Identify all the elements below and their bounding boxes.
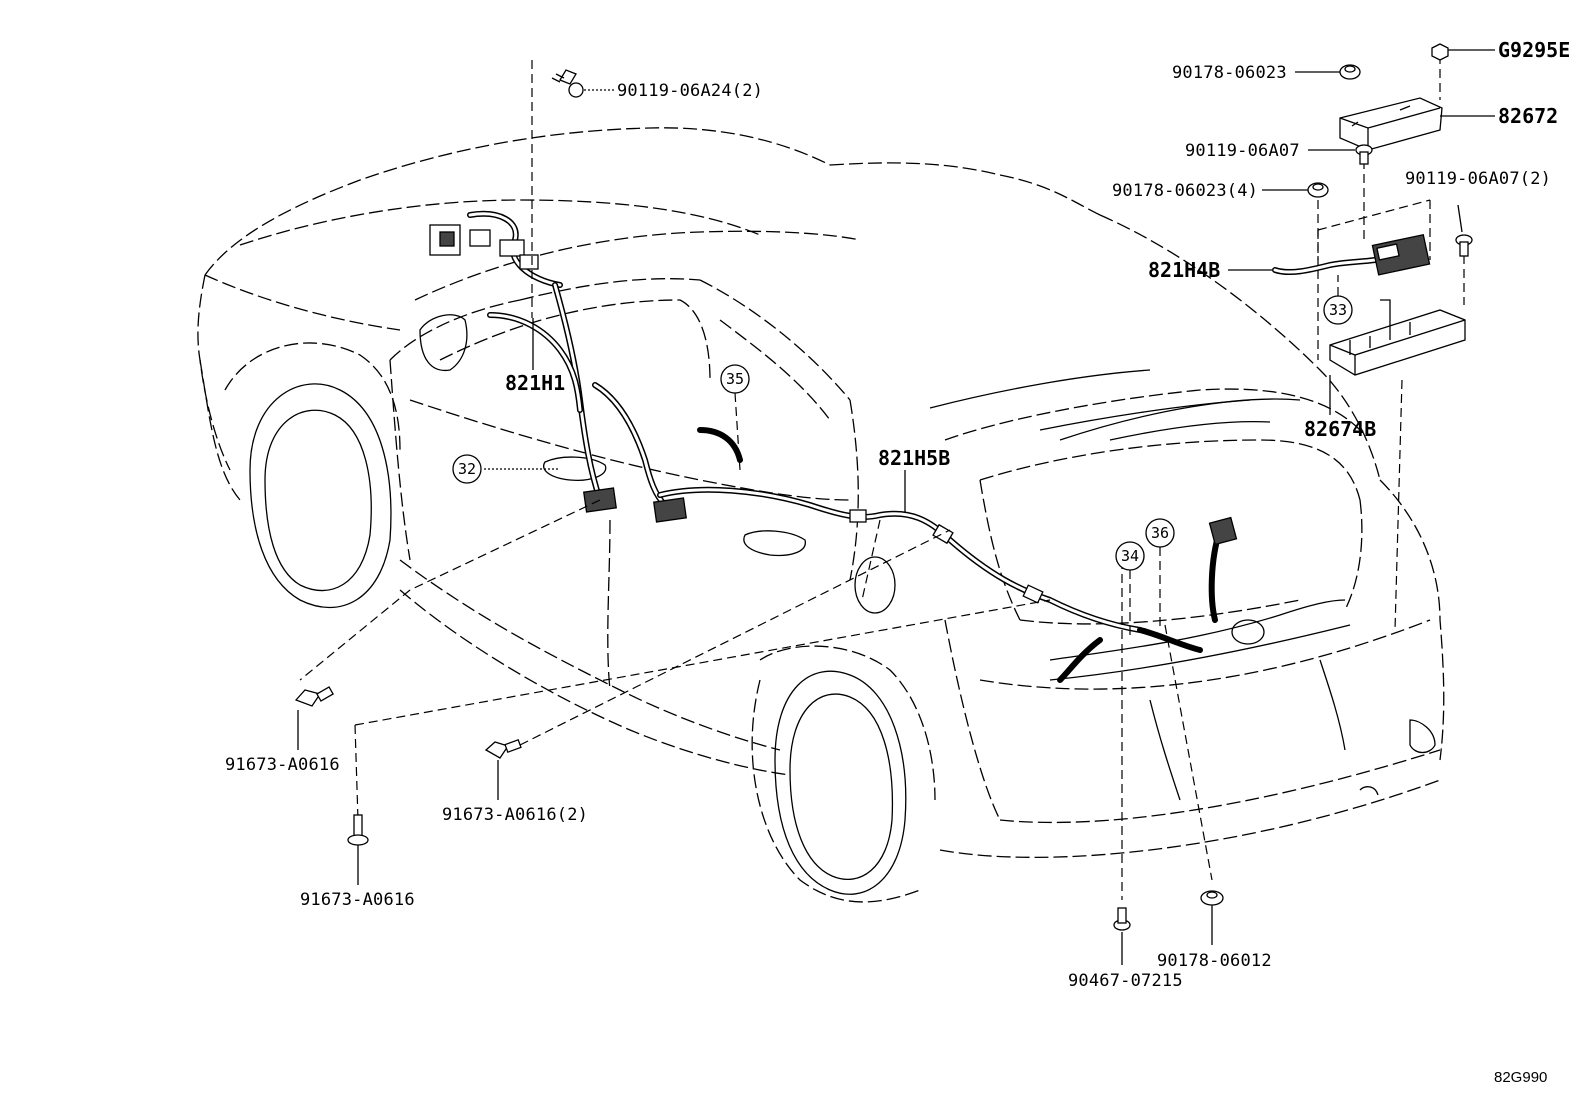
label-leaders (297, 49, 1495, 965)
label-90178-06023: 90178-06023 (1172, 63, 1287, 83)
svg-text:33: 33 (1329, 301, 1347, 319)
label-90119-06A07-2: 90119-06A07(2) (1405, 169, 1551, 189)
diagram-code: 82G990 (1494, 1069, 1547, 1086)
vehicle-body-outline (197, 127, 1445, 903)
label-90119-06A07: 90119-06A07 (1185, 141, 1300, 161)
label-82674B: 82674B (1304, 417, 1376, 441)
callout-34: 34 (1115, 541, 1145, 571)
label-91673-A0616-b: 91673-A0616 (300, 890, 415, 910)
clip-G9295E (1431, 43, 1449, 61)
label-821H5B: 821H5B (878, 446, 950, 470)
callout-36: 36 (1145, 518, 1175, 548)
part-labels: 90119-06A24(2) 90178-06023 G9295E 82672 … (225, 38, 1570, 991)
callout-32: 32 (452, 454, 482, 484)
label-821H4B: 821H4B (1148, 258, 1220, 282)
harness-821H4B (1272, 233, 1431, 276)
callout-35: 35 (720, 364, 750, 394)
label-90467-07215: 90467-07215 (1068, 971, 1183, 991)
bolt-90119-06A07-2 (1455, 234, 1473, 257)
label-82672: 82672 (1498, 104, 1558, 128)
svg-text:35: 35 (726, 370, 744, 388)
nut-90178-06023-4 (1307, 182, 1329, 198)
label-90178-06012: 90178-06012 (1157, 951, 1272, 971)
clip-90467-07215 (1113, 907, 1131, 931)
label-G9295E: G9295E (1498, 38, 1570, 62)
harness-821H1 (429, 210, 687, 523)
callout-leaders (734, 275, 1339, 640)
svg-text:36: 36 (1151, 524, 1169, 542)
bolt-90119-06A07 (1355, 144, 1373, 165)
label-821H1: 821H1 (505, 371, 565, 395)
bracket-82674B (1329, 299, 1466, 376)
label-90119-06A24: 90119-06A24(2) (617, 81, 763, 101)
label-90178-06023-4: 90178-06023(4) (1112, 181, 1258, 201)
assembly-lines (299, 55, 1465, 900)
callout-33: 33 (1323, 295, 1353, 325)
bolt-90119-06A24 (551, 69, 584, 98)
label-91673-A0616-a: 91673-A0616 (225, 755, 340, 775)
clip-91673-A0616-b (347, 814, 369, 846)
clip-91673-A0616-a (294, 686, 334, 707)
nut-90178-06023 (1339, 64, 1361, 80)
svg-text:32: 32 (458, 460, 476, 478)
harness-821H5B (657, 427, 1238, 683)
svg-text:34: 34 (1121, 547, 1139, 565)
clip-91673-A0616-2 (484, 739, 522, 759)
label-91673-A0616-2: 91673-A0616(2) (442, 805, 588, 825)
module-82672 (1339, 97, 1443, 151)
nut-90178-06012 (1200, 890, 1224, 906)
